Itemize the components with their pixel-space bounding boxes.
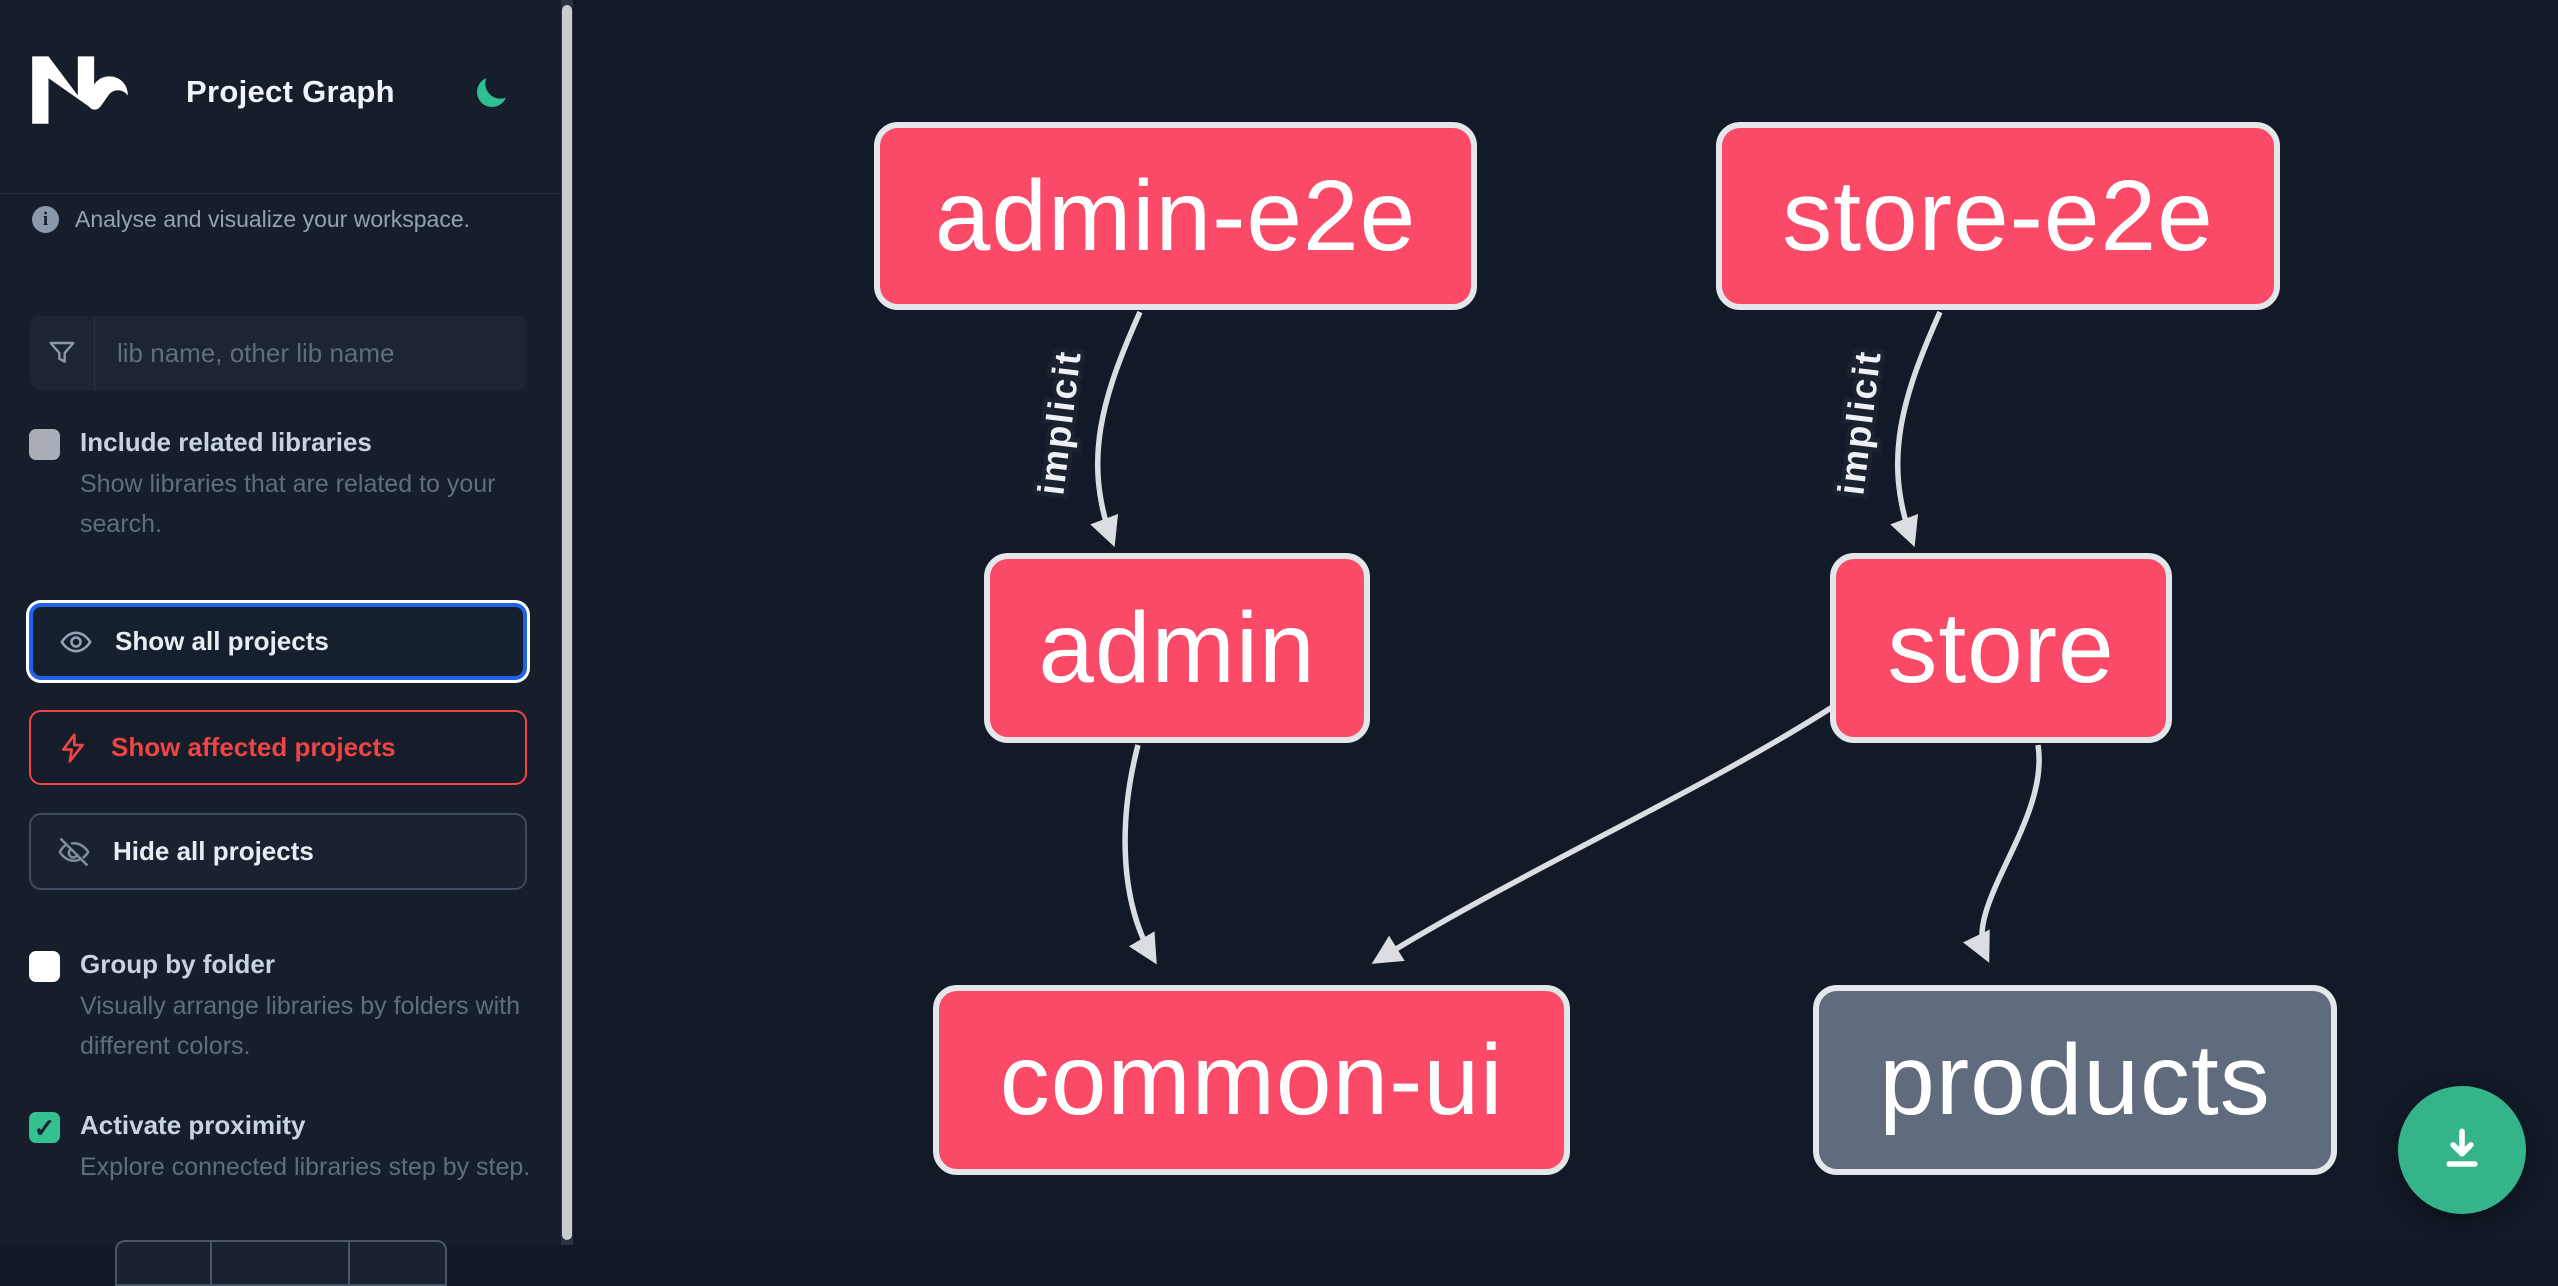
header-divider <box>0 193 561 194</box>
activate-proximity-label: Activate proximity <box>80 1110 306 1140</box>
check-icon: ✓ <box>33 1112 56 1143</box>
eye-icon <box>60 631 92 652</box>
activate-proximity-checkbox[interactable]: ✓ <box>29 1112 60 1143</box>
proximity-increment-button[interactable] <box>348 1242 445 1284</box>
nx-logo <box>30 54 130 126</box>
show-all-projects-label: Show all projects <box>115 626 329 656</box>
proximity-decrement-button[interactable] <box>117 1242 210 1284</box>
graph-node-store-e2e[interactable]: store-e2e <box>1716 122 2280 310</box>
moon-icon[interactable] <box>472 72 512 112</box>
group-by-folder-checkbox[interactable] <box>29 951 60 982</box>
tagline-row: i Analyse and visualize your workspace. <box>32 206 470 233</box>
group-by-folder-row: Group by folder Visually arrange librari… <box>29 949 529 1066</box>
include-related-checkbox[interactable] <box>29 429 60 460</box>
graph-node-label: store <box>1887 591 2115 704</box>
sidebar-scrollbar[interactable] <box>561 0 573 1245</box>
show-affected-projects-button[interactable]: Show affected projects <box>29 710 527 785</box>
search-box <box>30 316 527 390</box>
graph-node-label: admin-e2e <box>934 159 1417 272</box>
proximity-stepper[interactable] <box>115 1240 447 1286</box>
graph-node-admin[interactable]: admin <box>984 553 1370 743</box>
sidebar-header: Project Graph <box>0 0 561 194</box>
activate-proximity-description: Explore connected libraries step by step… <box>80 1153 531 1181</box>
graph-node-products[interactable]: products <box>1813 985 2337 1175</box>
activate-proximity-row: ✓ Activate proximity Explore connected l… <box>29 1110 530 1187</box>
show-affected-projects-label: Show affected projects <box>111 732 396 762</box>
group-by-folder-label: Group by folder <box>80 949 275 979</box>
bolt-icon <box>62 732 84 763</box>
show-all-projects-button[interactable]: Show all projects <box>29 603 527 680</box>
graph-node-label: products <box>1879 1023 2271 1136</box>
filter-icon <box>30 316 95 390</box>
proximity-value <box>210 1242 348 1284</box>
download-image-button[interactable] <box>2398 1086 2526 1214</box>
graph-node-label: common-ui <box>999 1023 1504 1136</box>
include-related-label: Include related libraries <box>80 427 372 457</box>
graph-node-label: store-e2e <box>1782 159 2214 272</box>
graph-node-common-ui[interactable]: common-ui <box>933 985 1570 1175</box>
group-by-folder-description: Visually arrange libraries by folders wi… <box>80 992 521 1060</box>
include-related-row: Include related libraries Show libraries… <box>29 427 529 544</box>
eye-off-icon <box>58 837 90 866</box>
tagline-text: Analyse and visualize your workspace. <box>75 206 471 232</box>
download-icon <box>2446 1128 2478 1167</box>
info-icon: i <box>32 206 59 233</box>
search-input[interactable] <box>95 316 527 390</box>
graph-node-admin-e2e[interactable]: admin-e2e <box>874 122 1477 310</box>
sidebar: Project Graph i Analyse and visualize yo… <box>0 0 561 1286</box>
hide-all-projects-label: Hide all projects <box>113 836 314 866</box>
scrollbar-thumb[interactable] <box>562 5 572 1240</box>
hide-all-projects-button[interactable]: Hide all projects <box>29 813 527 890</box>
page-title: Project Graph <box>186 74 395 109</box>
include-related-description: Show libraries that are related to your … <box>80 470 496 538</box>
graph-node-store[interactable]: store <box>1830 553 2172 743</box>
graph-node-label: admin <box>1038 591 1316 704</box>
